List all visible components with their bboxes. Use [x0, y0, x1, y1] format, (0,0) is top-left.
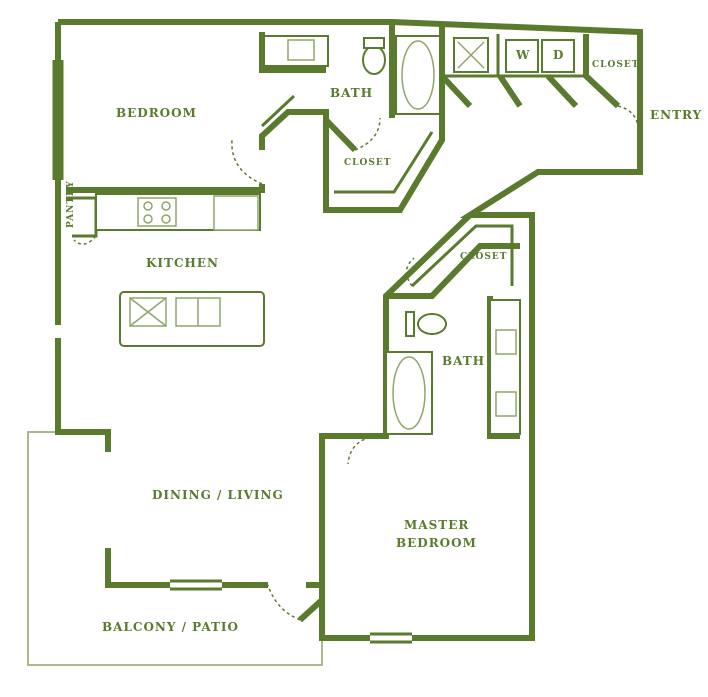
- room-label-master-line1: MASTER: [404, 518, 470, 532]
- entry-closet-wall: [439, 34, 621, 109]
- dryer-box: [541, 39, 575, 73]
- door-swing: [405, 257, 415, 287]
- toilet-tank-icon: [363, 37, 385, 49]
- room-label-pantry: PANTRY: [66, 180, 76, 228]
- window: [170, 579, 222, 591]
- door-swing: [73, 235, 97, 245]
- burner-icon: [161, 214, 171, 224]
- master-bedroom-wall: [297, 433, 376, 623]
- room-label-master-line2: BEDROOM: [396, 536, 477, 550]
- toilet-tank-icon: [405, 311, 415, 337]
- door-swing: [617, 105, 640, 141]
- entry-closet-divider: [442, 34, 586, 78]
- room-label-dining-living: DINING / LIVING: [152, 488, 284, 502]
- room-label-balcony-patio: BALCONY / PATIO: [102, 620, 239, 634]
- room-label-entry: ENTRY: [650, 108, 703, 122]
- upper-bath-wall: [259, 22, 445, 213]
- door-swing: [231, 139, 263, 185]
- bedroom-door-jamb: [260, 94, 296, 128]
- room-label-closet-entry: CLOSET: [592, 60, 640, 70]
- room-label-closet-upper: CLOSET: [344, 158, 392, 168]
- dishwasher-cross-icon: [129, 297, 167, 327]
- balcony-outline: [27, 431, 323, 666]
- door-swing: [347, 435, 377, 465]
- burner-icon: [143, 214, 153, 224]
- room-label-kitchen: KITCHEN: [146, 256, 219, 270]
- washer-box: [505, 39, 539, 73]
- dryer-label: D: [553, 48, 565, 62]
- toilet-icon: [362, 45, 386, 75]
- sink-icon: [495, 329, 517, 355]
- toilet-icon: [417, 313, 447, 335]
- room-label-bath-master: BATH: [442, 354, 486, 368]
- outer-wall: [55, 19, 643, 641]
- door-swing: [267, 584, 301, 621]
- sink-icon: [495, 391, 517, 417]
- room-label-bedroom: BEDROOM: [116, 106, 197, 120]
- tub-basin-icon: [392, 356, 426, 430]
- window: [370, 632, 412, 644]
- shelf-cross-icon: [457, 41, 485, 69]
- tub-basin-icon: [401, 40, 435, 110]
- master-closet-inner: [410, 224, 514, 288]
- washer-label: W: [516, 48, 531, 62]
- cooktop-icon: [137, 197, 177, 227]
- room-label-closet-master: CLOSET: [460, 252, 508, 262]
- fridge-icon: [213, 195, 259, 231]
- burner-icon: [161, 201, 171, 211]
- window: [52, 60, 64, 180]
- room-label-bath-upper: BATH: [330, 86, 374, 100]
- upper-closet-inner: [334, 131, 434, 194]
- bedroom-wall: [66, 109, 329, 193]
- sink-icon: [287, 39, 315, 61]
- door-swing: [354, 117, 381, 151]
- burner-icon: [143, 201, 153, 211]
